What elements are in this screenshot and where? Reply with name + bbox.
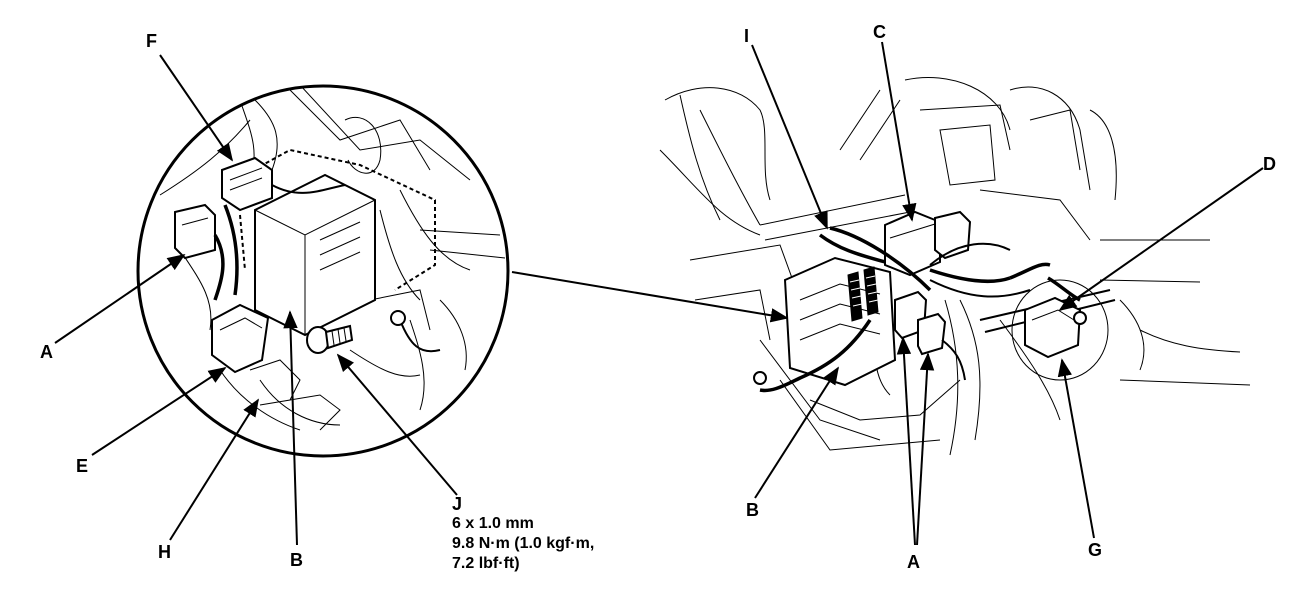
callout-a-left: A [40,342,53,362]
leader-h [169,398,259,541]
ribbed-connector [847,266,879,322]
callout-h: H [158,542,171,562]
engine-bay-view [659,76,1251,456]
callout-e: E [76,456,88,476]
connector-d-g [1011,276,1109,381]
leader-f [159,54,234,162]
callout-b-left: B [290,550,303,570]
leader-c [881,41,917,222]
callout-j: J [452,494,462,514]
callout-g: G [1088,540,1102,560]
detail-background-lines [149,86,506,431]
bolt-torque-line-1: 9.8 N·m (1.0 kgf·m, [452,535,594,552]
callout-i: I [744,26,749,46]
leader-lines [54,41,1264,546]
leader-i [751,44,828,230]
callout-b-right: B [746,500,759,520]
leader-d [1058,167,1264,312]
bolt-size: 6 x 1.0 mm [452,515,534,532]
leader-g [1057,358,1095,539]
bolt-torque-line-2: 7.2 lbf·ft) [452,555,520,572]
detail-view [136,84,510,458]
leader-a-right-2 [916,352,935,546]
callout-f: F [146,31,157,51]
leader-a-right-1 [896,336,916,546]
leader-b-right [754,366,839,499]
bolt-j [306,324,354,354]
callout-a-right: A [907,552,920,572]
leader-a-left [54,253,186,344]
callout-c: C [873,22,886,42]
zoom-arrow [511,271,789,323]
leader-j [336,353,458,496]
detail-circle [136,84,510,458]
leader-b-left [283,310,298,546]
leader-e [91,367,227,456]
callout-labels: F A E H B J I C D B A G [40,22,1276,572]
bolt-spec: 6 x 1.0 mm 9.8 N·m (1.0 kgf·m, 7.2 lbf·f… [452,515,594,572]
callout-d: D [1263,154,1276,174]
